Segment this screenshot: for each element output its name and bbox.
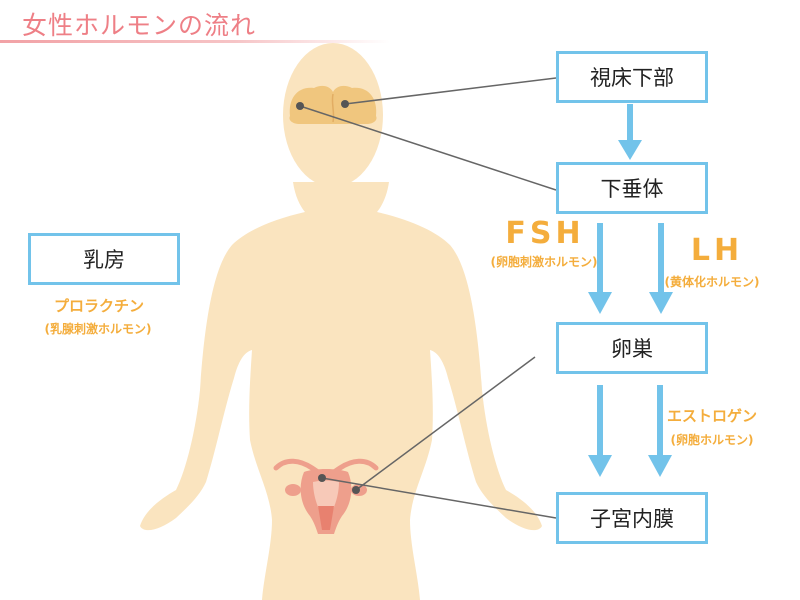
hormone-fsh-label: FSH	[505, 216, 585, 251]
flow-arrows	[588, 104, 673, 477]
hormone-prolactin-note: (乳腺刺激ホルモン)	[44, 322, 152, 336]
arrow-hypothalamus-pituitary	[627, 104, 633, 142]
box-hypothalamus: 視床下部	[556, 51, 708, 103]
box-endometrium: 子宮内膜	[556, 492, 708, 544]
hormone-estrogen-note: (卵胞ホルモン)	[670, 433, 754, 447]
arrow-lh	[658, 223, 664, 295]
hormone-prolactin-label: プロラクチン	[53, 297, 144, 315]
box-pituitary: 下垂体	[556, 162, 708, 214]
brain-folds	[331, 93, 335, 123]
arrow-ovary-endometrium	[597, 385, 603, 457]
hormone-lh-label: LH	[690, 233, 744, 268]
box-ovary: 卵巣	[556, 322, 708, 374]
leader-lines	[299, 77, 557, 519]
page-title: 女性ホルモンの流れ	[22, 11, 257, 40]
hormone-fsh-note: (卵胞刺激ホルモン)	[490, 255, 598, 269]
leader-dots	[296, 100, 360, 494]
hormone-estrogen-label: エストロゲン	[666, 407, 757, 425]
title-underline	[0, 40, 390, 43]
hormone-lh-note: (黄体化ホルモン)	[664, 275, 760, 289]
arrow-estrogen	[657, 385, 663, 457]
arrow-fsh	[597, 223, 603, 295]
box-breast: 乳房	[28, 233, 180, 285]
